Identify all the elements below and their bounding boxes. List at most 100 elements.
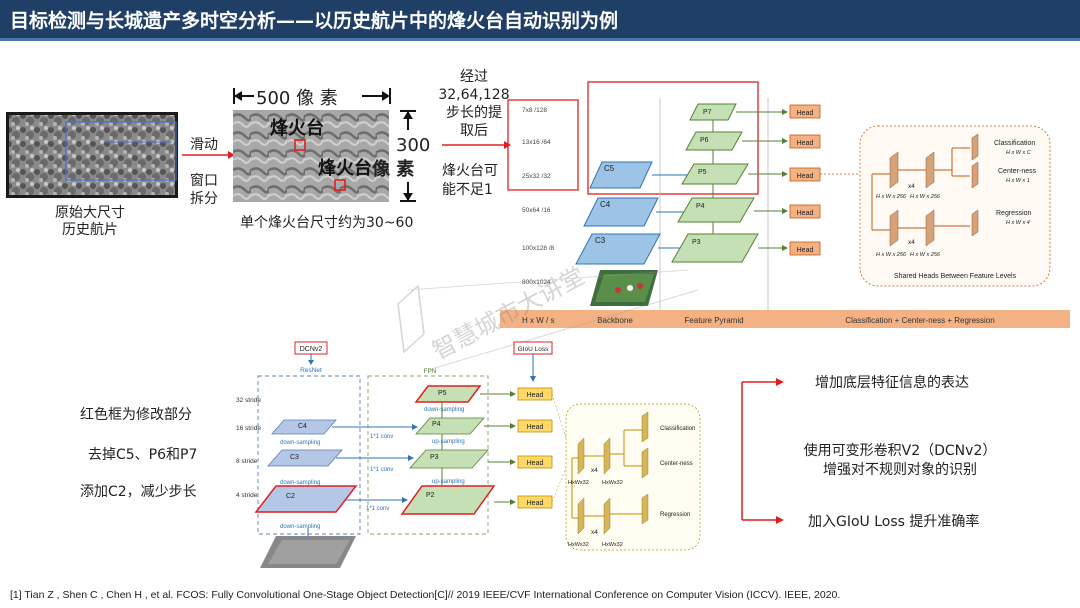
pyramid-layer-p4-label: P4 <box>432 421 441 428</box>
note-bottom-layer: 增加底层特征信息的表达 <box>815 375 969 391</box>
beacon-size-caption: 单个烽火台尺寸约为30~60 <box>240 215 414 231</box>
hw256-label: H x W x 256 <box>876 194 907 200</box>
insufficient-pixel-note: 烽火台可 能不足1 <box>442 163 498 198</box>
stride-label: 16 stride <box>236 425 261 432</box>
head-label: Head <box>527 392 544 399</box>
conv-label: 1*1 conv <box>370 434 393 440</box>
pyramid-layer-p4 <box>677 197 755 223</box>
down-sampling-label: down-sampling <box>280 440 320 446</box>
fpn-label: FPN <box>424 368 437 375</box>
regression-dim: H x W x 4 <box>1006 220 1030 226</box>
modified-architecture-diagram: DCNv2 ResNet GIoU Loss FPN 32 stride 16 … <box>236 341 701 568</box>
hwx32-label: HxWx32 <box>568 480 589 486</box>
reference-citation: [1] Tian Z , Shen C , Chen H , et al. FC… <box>10 589 841 601</box>
backbone-layer-c3 <box>575 233 661 265</box>
scale-label: 25x32 /32 <box>522 173 551 180</box>
height-label-unit: 像 素 <box>372 159 415 180</box>
hwx32-label: HxWx32 <box>602 480 623 486</box>
backbone-layer-c3-label: C3 <box>290 454 299 461</box>
regression-label: Regression <box>660 512 690 518</box>
pyramid-layer-p2-label: P2 <box>426 492 435 499</box>
original-photo-caption: 原始大尺寸 历史航片 <box>55 205 125 238</box>
stride-label: 4 stride <box>236 492 258 499</box>
pyramid-layer-p5-label: P5 <box>438 390 447 397</box>
head-box <box>517 419 553 433</box>
scale-label: 7x8 /128 <box>522 107 547 114</box>
hw256-label: H x W x 256 <box>910 194 941 200</box>
note-removed-levels: 去掉C5、P6和P7 <box>88 447 198 463</box>
fcos-bottom-bar <box>500 310 1070 328</box>
centerness-label: Center-ness <box>998 168 1037 175</box>
hwx32-label: HxWx32 <box>568 542 589 548</box>
note-dcnv2: 使用可变形卷积V2（DCNv2） 增强对不规则对象的识别 <box>803 443 997 478</box>
hwx32-label: HxWx32 <box>602 542 623 548</box>
centerness-dim: H x W x 1 <box>1006 178 1030 184</box>
pyramid-layer-p3 <box>409 449 489 469</box>
heads-detail-panel <box>565 403 701 551</box>
slide-arrow <box>182 151 235 159</box>
pyramid-layer-p7 <box>689 103 737 121</box>
head-box <box>789 204 821 219</box>
pyramid-layer-p3-label: P3 <box>430 454 439 461</box>
head-label: Head <box>797 210 814 217</box>
stride-label: 32 stride <box>236 397 261 404</box>
x4-label: x4 <box>591 467 598 474</box>
height-label-number: 300 <box>396 135 431 156</box>
shared-heads-footer: Shared Heads Between Feature Levels <box>894 273 1017 280</box>
beacon-label-2: 烽火台 <box>318 158 372 179</box>
scale-label: 13x16 /64 <box>522 139 551 146</box>
classification-label: Classification <box>660 426 695 432</box>
pyramid-layer-p5 <box>681 163 749 185</box>
beacon-label-1: 烽火台 <box>270 118 324 139</box>
note-added-c2: 添加C2，减少步长 <box>80 484 197 500</box>
pyramid-layer-p7-label: P7 <box>703 109 712 116</box>
backbone-layer-c4 <box>583 197 659 227</box>
x4-label: x4 <box>908 183 915 190</box>
backbone-layer-c3 <box>267 449 343 467</box>
head-box <box>789 104 821 119</box>
width-label: 500 像 素 <box>256 88 338 109</box>
fcos-hxw-label: H x W / s <box>522 316 554 325</box>
scale-label: 800x1024 <box>522 279 551 286</box>
height-dimension <box>400 110 416 202</box>
resnet-label: ResNet <box>300 367 322 374</box>
pyramid-layer-p4 <box>415 417 485 435</box>
title-bar <box>0 0 1080 38</box>
stride-label: 8 stride <box>236 458 258 465</box>
head-box <box>789 167 821 182</box>
x4-label: x4 <box>908 239 915 246</box>
pyramid-layer-p3 <box>671 233 759 263</box>
width-dimension <box>233 88 391 104</box>
head-label: Head <box>527 460 544 467</box>
giou-label: GIoU Loss <box>518 346 549 353</box>
x4-label: x4 <box>591 529 598 536</box>
pyramid-layer-p5 <box>414 385 482 403</box>
backbone-layer-c2 <box>254 485 358 513</box>
feature-pyramid-label: Feature Pyramid <box>684 316 743 325</box>
window-crop-photo <box>233 110 389 202</box>
down-sampling-label: down-sampling <box>280 480 320 486</box>
backbone-layer-c5 <box>589 161 653 189</box>
backbone-layer-c2-label: C2 <box>286 493 295 500</box>
original-aerial-photo <box>6 112 178 198</box>
conv-label: 1*1 conv <box>366 506 389 512</box>
pyramid-layer-p3-label: P3 <box>692 239 701 246</box>
hw256-label: H x W x 256 <box>910 252 941 258</box>
pyramid-layer-p2 <box>400 485 496 515</box>
head-box <box>789 134 821 149</box>
shared-heads-panel <box>859 125 1051 287</box>
note-red-box: 红色框为修改部分 <box>80 407 192 423</box>
head-box <box>789 241 821 256</box>
watermark: 智慧城市大讲堂 <box>397 262 699 371</box>
backbone-layer-c4-label: C4 <box>298 423 307 430</box>
backbone-layer-c3-label: C3 <box>595 236 606 245</box>
head-label: Head <box>797 110 814 117</box>
head-label: Head <box>797 247 814 254</box>
right-bracket-arrows <box>741 378 784 524</box>
up-sampling-label: up-sampling <box>432 479 465 485</box>
dcnv2-label: DCNv2 <box>300 346 323 353</box>
backbone-layer-c4-label: C4 <box>600 200 611 209</box>
head-label: Head <box>527 424 544 431</box>
pyramid-layer-p4-label: P4 <box>696 203 705 210</box>
backbone-layer-c4 <box>271 419 337 435</box>
